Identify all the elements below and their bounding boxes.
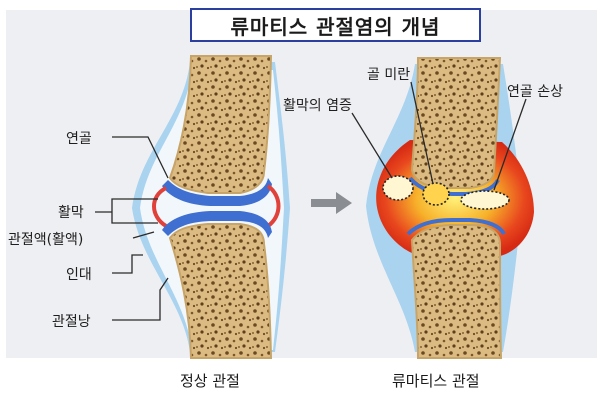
normal-synovium	[152, 184, 281, 228]
ra-joint	[366, 57, 534, 359]
page-title: 류마티스 관절염의 개념	[230, 14, 441, 39]
normal-leader-lines	[95, 136, 169, 321]
label-synovium: 활막	[58, 205, 84, 221]
label-cartilage-damage: 연골 손상	[507, 84, 563, 100]
ra-cartilage-upper	[408, 176, 500, 196]
label-synovial-fluid: 관절액(활액)	[8, 232, 84, 248]
normal-lower-bone	[168, 223, 273, 359]
label-cartilage: 연골	[66, 131, 92, 147]
label-joint-capsule: 관절낭	[52, 314, 91, 330]
normal-lower-cartilage	[162, 211, 272, 238]
caption-ra-joint: 류마티스 관절	[392, 372, 480, 390]
ra-leader-lines	[351, 81, 527, 191]
label-bone-erosion: 골 미란	[367, 67, 411, 83]
cartilage-damage-marker	[460, 190, 510, 210]
transition-arrow	[311, 192, 352, 214]
ra-upper-bone	[410, 57, 502, 189]
title-box: 류마티스 관절염의 개념	[190, 8, 481, 42]
normal-upper-bone	[168, 55, 273, 194]
ra-lower-bone	[410, 224, 503, 359]
label-synovial-inflammation: 활막의 염증	[283, 98, 352, 114]
normal-upper-cartilage	[162, 178, 272, 206]
bone-erosion-marker	[422, 182, 450, 206]
caption-normal-joint: 정상 관절	[180, 372, 240, 390]
ra-cartilage-lower	[406, 218, 506, 236]
label-ligament: 인대	[66, 267, 92, 283]
normal-joint	[132, 55, 290, 359]
synovial-inflammation-marker	[382, 175, 414, 201]
